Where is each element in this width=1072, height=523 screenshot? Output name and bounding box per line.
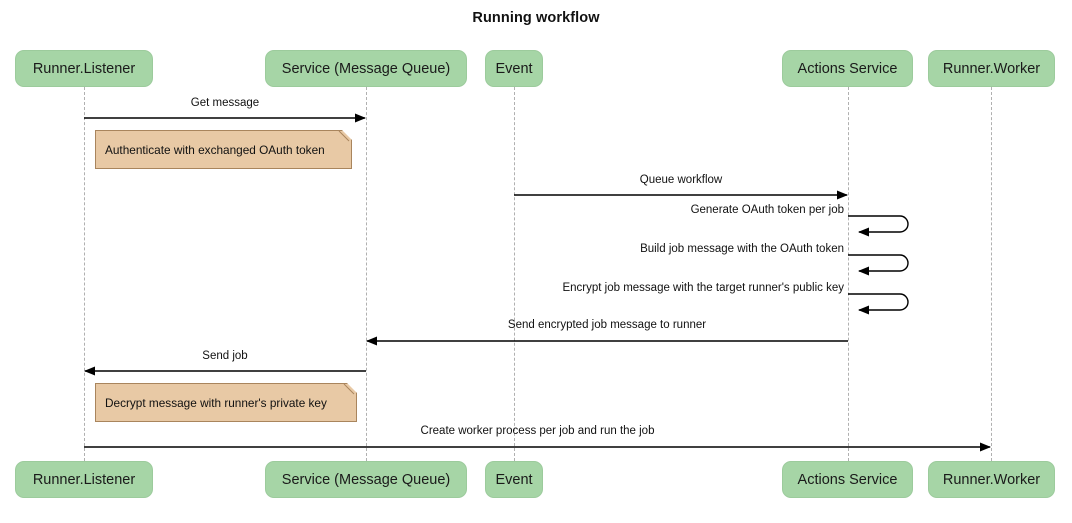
participant-label: Runner.Listener — [32, 471, 136, 488]
participant-label: Event — [495, 471, 533, 488]
page-title: Running workflow — [472, 10, 600, 26]
message-generate-oauth-token-per-job — [848, 215, 909, 237]
note-fold-corner-icon — [342, 130, 352, 140]
message-label-get-message: Get message — [190, 97, 260, 109]
participant-event-top[interactable]: Event — [485, 50, 543, 87]
decrypt-note: Decrypt message with runner's private ke… — [95, 383, 357, 422]
participant-label: Actions Service — [797, 60, 898, 77]
participant-label: Actions Service — [797, 471, 898, 488]
lifeline-runner-worker — [991, 87, 992, 461]
participant-runner-listener-top[interactable]: Runner.Listener — [15, 50, 153, 87]
participant-label: Service (Message Queue) — [281, 60, 451, 77]
lifeline-service-message-queue — [366, 87, 367, 461]
message-label-send-job: Send job — [202, 350, 248, 362]
participant-service-message-queue-top[interactable]: Service (Message Queue) — [265, 50, 467, 87]
message-label-create-worker-process: Create worker process per job and run th… — [420, 425, 655, 437]
participant-label: Event — [495, 60, 533, 77]
participant-label: Runner.Listener — [32, 60, 136, 77]
participant-actions-service-top[interactable]: Actions Service — [782, 50, 913, 87]
participant-runner-listener-bottom[interactable]: Runner.Listener — [15, 461, 153, 498]
message-label-send-encrypted-job-message-to-runner: Send encrypted job message to runner — [507, 319, 707, 331]
note-fold-edge — [343, 383, 357, 397]
lifeline-runner-listener — [84, 87, 85, 461]
message-label-generate-oauth-token-per-job: Generate OAuth token per job — [690, 204, 844, 216]
participant-label: Runner.Worker — [942, 60, 1041, 77]
participant-label: Runner.Worker — [942, 471, 1041, 488]
lifeline-actions-service — [848, 87, 849, 461]
note-label: Decrypt message with runner's private ke… — [105, 395, 327, 410]
message-encrypt-job-message-public-key — [848, 293, 909, 315]
note-fold-edge — [338, 130, 352, 144]
authenticate-note: Authenticate with exchanged OAuth token — [95, 130, 352, 169]
participant-service-message-queue-bottom[interactable]: Service (Message Queue) — [265, 461, 467, 498]
participant-runner-worker-top[interactable]: Runner.Worker — [928, 50, 1055, 87]
note-label: Authenticate with exchanged OAuth token — [105, 142, 325, 157]
message-label-queue-workflow: Queue workflow — [639, 174, 723, 186]
message-label-build-job-message-with-oauth-token: Build job message with the OAuth token — [640, 243, 844, 255]
lifeline-event — [514, 87, 515, 461]
note-fold-corner-icon — [347, 383, 357, 393]
participant-runner-worker-bottom[interactable]: Runner.Worker — [928, 461, 1055, 498]
message-build-job-message-with-oauth-token — [848, 254, 909, 276]
participant-event-bottom[interactable]: Event — [485, 461, 543, 498]
participant-actions-service-bottom[interactable]: Actions Service — [782, 461, 913, 498]
message-label-encrypt-job-message-public-key: Encrypt job message with the target runn… — [562, 282, 844, 294]
participant-label: Service (Message Queue) — [281, 471, 451, 488]
